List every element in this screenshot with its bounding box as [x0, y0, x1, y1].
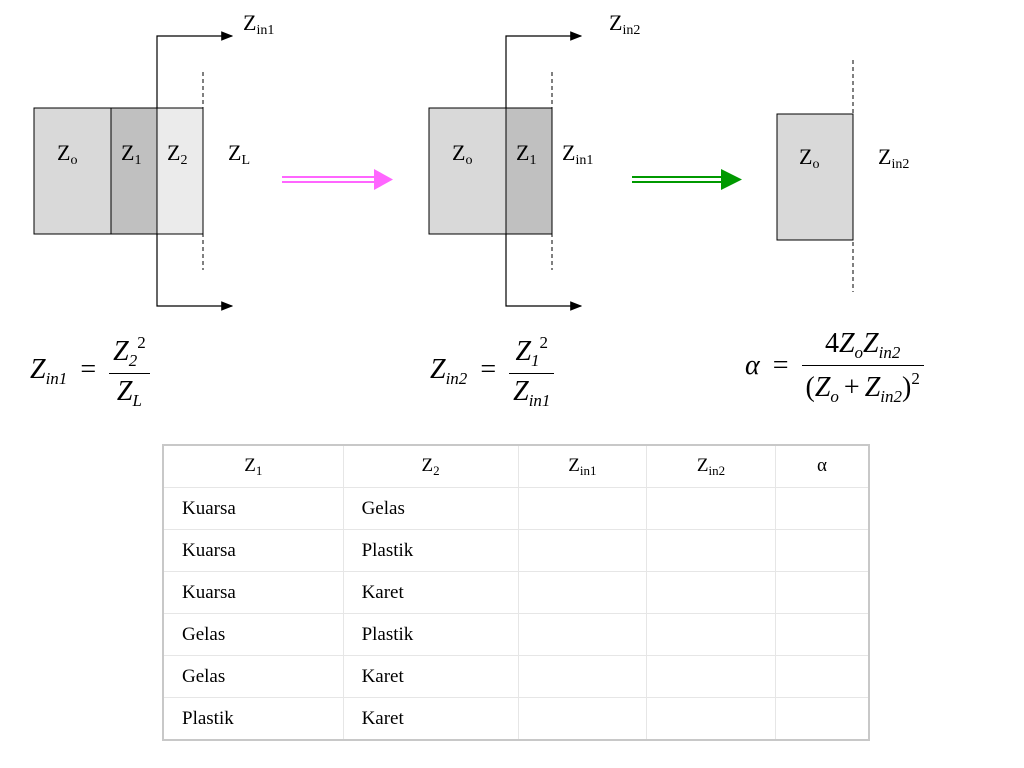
header-z2: Z2 [342, 444, 519, 488]
material-table: Z1 Z2 Zin1 Zin2 α Kuarsa Gelas Kuarsa Pl… [162, 444, 870, 741]
diagram1-top-label: Zin1 [243, 10, 275, 38]
table-cell [517, 487, 648, 530]
table-cell [517, 571, 648, 614]
table-cell: Plastik [342, 529, 519, 572]
layer-z1-block [110, 107, 158, 235]
table-cell [774, 655, 870, 698]
formula-zin2: Zin2 = Z12 Zin1 [430, 334, 555, 409]
diagram-2 [428, 31, 583, 311]
header-zin1: Zin1 [517, 444, 648, 488]
table-row: Plastik Karet [162, 697, 870, 741]
table-cell: Plastik [162, 697, 344, 741]
table-cell [646, 655, 776, 698]
layer-z2-block [156, 107, 204, 235]
table-cell: Karet [342, 697, 519, 741]
transform-arrow-1 [282, 169, 393, 190]
diagram1-layer-zo-label: Zo [57, 140, 78, 168]
diagram2-layer-z1-label: Z1 [516, 140, 537, 168]
table-row: Kuarsa Gelas [162, 487, 870, 530]
table-cell: Kuarsa [162, 571, 344, 614]
zin1-bottom-arrow [156, 234, 234, 311]
table-cell [646, 571, 776, 614]
table-row: Gelas Karet [162, 655, 870, 698]
zin2-top-arrow [505, 31, 583, 108]
table-cell: Karet [342, 655, 519, 698]
table-cell [774, 487, 870, 530]
diagram1-layer-z2-label: Z2 [167, 140, 188, 168]
transform-arrow-2 [632, 169, 742, 190]
table-cell: Karet [342, 571, 519, 614]
formula-alpha: α = 4ZoZin2 (Zo+Zin2)2 [745, 330, 924, 405]
layer-zo-block [776, 113, 854, 241]
diagram-3 [776, 60, 854, 292]
zin1-top-arrow [156, 31, 234, 108]
table-cell: Kuarsa [162, 487, 344, 530]
table-cell: Gelas [162, 613, 344, 656]
table-cell [646, 529, 776, 572]
impedance-diagrams [33, 31, 854, 311]
diagram3-layer-zo-label: Zo [799, 144, 820, 172]
table-cell [774, 529, 870, 572]
diagram2-top-label: Zin2 [609, 10, 641, 38]
table-cell [517, 655, 648, 698]
table-cell [646, 487, 776, 530]
header-z1: Z1 [162, 444, 344, 488]
layer-z1-block [505, 107, 553, 235]
table-row: Kuarsa Plastik [162, 529, 870, 572]
diagram2-load-label: Zin1 [562, 140, 594, 168]
table-cell: Gelas [162, 655, 344, 698]
diagram-1 [33, 31, 234, 311]
diagram1-layer-z1-label: Z1 [121, 140, 142, 168]
table-cell: Gelas [342, 487, 519, 530]
layer-zo-block [428, 107, 507, 235]
header-alpha: α [774, 444, 870, 488]
formula-zin1: Zin1 = Z22 ZL [30, 334, 150, 409]
table-cell [517, 613, 648, 656]
zin2-bottom-arrow [505, 234, 583, 311]
table-cell [646, 697, 776, 741]
table-row: Kuarsa Karet [162, 571, 870, 614]
diagram3-load-label: Zin2 [878, 144, 910, 172]
table-cell [517, 697, 648, 741]
table-cell [646, 613, 776, 656]
table-row: Gelas Plastik [162, 613, 870, 656]
diagram1-load-label: ZL [228, 140, 251, 168]
table-cell [517, 529, 648, 572]
table-cell: Kuarsa [162, 529, 344, 572]
table-cell [774, 613, 870, 656]
layer-zo-block [33, 107, 112, 235]
table-cell [774, 697, 870, 741]
diagram2-layer-zo-label: Zo [452, 140, 473, 168]
header-zin2: Zin2 [646, 444, 776, 488]
table-cell: Plastik [342, 613, 519, 656]
table-header-row: Z1 Z2 Zin1 Zin2 α [162, 444, 870, 488]
table-cell [774, 571, 870, 614]
